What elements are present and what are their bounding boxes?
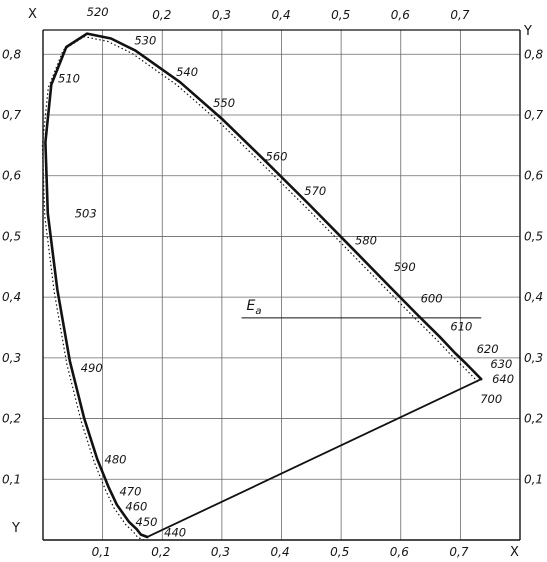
wavelength-label-14: 510 — [58, 72, 80, 86]
wavelength-label-8: 600 — [421, 291, 443, 305]
wavelength-label-7: 590 — [394, 260, 416, 274]
x-tick-top-1: 0,3 — [212, 8, 231, 22]
wavelength-label-12: 640 — [492, 372, 514, 386]
y-ticks-left: 0,1 0,2 0,3 0,4 0,5 0,6 0,7 0,8 — [2, 47, 21, 486]
wavelength-label-21: 440 — [164, 526, 186, 540]
white-point-label-sub: a — [255, 306, 261, 317]
y-tick-left-1: 0,2 — [2, 412, 21, 426]
wavelength-label-5: 570 — [304, 184, 326, 198]
bottom-left-axis-letter: Y — [11, 521, 20, 536]
y-tick-right-6: 0,7 — [524, 108, 543, 122]
spectral-locus-curve — [44, 32, 483, 539]
wavelength-label-11: 630 — [490, 357, 512, 371]
wavelength-label-4: 560 — [266, 149, 288, 163]
y-tick-right-7: 0,8 — [524, 47, 543, 61]
wavelength-label-2: 540 — [176, 65, 198, 79]
wavelength-label-18: 470 — [119, 484, 141, 498]
wavelength-label-9: 610 — [450, 319, 472, 333]
y-tick-right-3: 0,4 — [524, 290, 543, 304]
x-tick-bottom-2: 0,3 — [211, 545, 230, 559]
wavelength-label-10: 620 — [477, 342, 499, 356]
top-right-axis-letter: Y — [523, 24, 532, 39]
purple-line — [146, 378, 482, 538]
y-tick-right-0: 0,1 — [524, 472, 543, 486]
y-tick-right-2: 0,3 — [524, 351, 543, 365]
x-tick-bottom-4: 0,5 — [330, 545, 349, 559]
bottom-right-axis-letter: X — [510, 545, 519, 560]
x-tick-top-0: 0,2 — [152, 8, 171, 22]
wavelength-label-16: 490 — [81, 361, 103, 375]
y-tick-right-4: 0,5 — [524, 229, 543, 243]
wavelength-label-6: 580 — [355, 234, 377, 248]
wavelength-label-19: 460 — [125, 500, 147, 514]
x-tick-bottom-1: 0,2 — [151, 545, 170, 559]
x-ticks-bottom: 0,1 0,2 0,3 0,4 0,5 0,6 0,7 — [92, 545, 469, 559]
wavelength-label-0: 520 — [87, 5, 109, 19]
wavelength-label-20: 450 — [136, 515, 158, 529]
y-tick-left-0: 0,1 — [2, 472, 21, 486]
y-tick-left-6: 0,7 — [2, 108, 21, 122]
x-tick-bottom-6: 0,7 — [449, 545, 468, 559]
white-point-label: Ea — [247, 298, 262, 317]
wavelength-label-3: 550 — [213, 96, 235, 110]
wavelength-label-13: 700 — [480, 392, 502, 406]
axes-frame — [42, 29, 521, 541]
y-tick-right-5: 0,6 — [524, 169, 543, 183]
y-tick-right-1: 0,2 — [524, 412, 543, 426]
x-ticks-top: 0,2 0,3 0,4 0,5 0,6 0,7 — [152, 8, 470, 22]
y-tick-left-3: 0,4 — [2, 290, 21, 304]
x-tick-top-4: 0,6 — [391, 8, 410, 22]
top-left-axis-letter: X — [28, 7, 37, 22]
x-tick-bottom-3: 0,4 — [271, 545, 290, 559]
wavelength-label-15: 503 — [75, 206, 97, 220]
x-tick-bottom-5: 0,6 — [390, 545, 409, 559]
y-ticks-right: 0,1 0,2 0,3 0,4 0,5 0,6 0,7 0,8 — [524, 47, 543, 486]
wavelength-label-1: 530 — [134, 33, 156, 47]
y-tick-left-7: 0,8 — [2, 47, 21, 61]
wavelength-label-17: 480 — [105, 452, 127, 466]
x-tick-bottom-0: 0,1 — [92, 545, 111, 559]
x-tick-top-5: 0,7 — [450, 8, 469, 22]
x-tick-top-3: 0,5 — [331, 8, 350, 22]
spectral-locus-dotted-edge — [41, 35, 479, 541]
white-point-label-main: E — [247, 298, 256, 314]
y-tick-left-5: 0,6 — [2, 169, 21, 183]
y-tick-left-2: 0,3 — [2, 351, 21, 365]
y-tick-left-4: 0,5 — [2, 229, 21, 243]
x-tick-top-2: 0,4 — [272, 8, 291, 22]
